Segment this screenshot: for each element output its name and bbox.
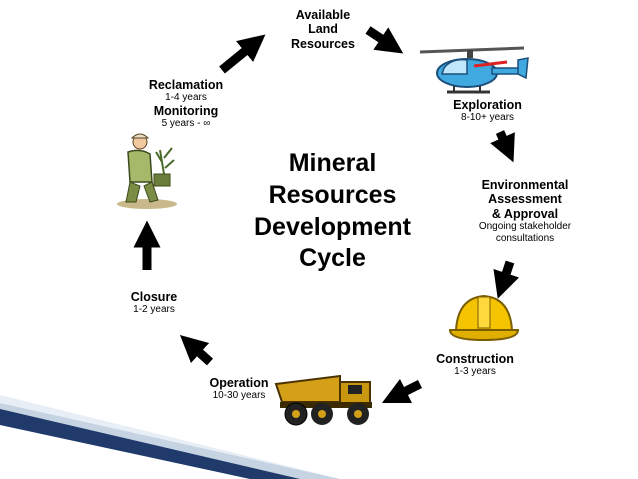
stage-label: Reclamation [148,78,224,92]
stage-label: Assessment [488,192,562,207]
stage-reclamation: Reclamation 1-4 years Monitoring 5 years… [136,78,236,130]
stage-label: Available [295,8,351,22]
stage-duration: 1-2 years [133,304,175,316]
worker-planting-icon [117,133,177,209]
stage-label: Land [308,22,338,37]
stage-label: Monitoring [153,103,219,118]
arrow-assessment-to-construction [493,260,520,299]
stage-exploration: Exploration 8-10+ years [430,98,545,124]
stage-label: Construction [436,352,514,366]
title-line: Cycle [299,244,366,273]
stage-construction: Construction 1-3 years [422,352,528,378]
slide-corner-swoosh [0,395,340,479]
arrow-operation-to-closure [179,334,214,366]
haul-truck-icon [274,374,372,426]
arrow-reclamation-to-available [219,34,266,74]
title-line: Mineral [288,149,377,177]
stage-duration: 1-3 years [454,366,496,378]
stage-note: consultations [495,232,555,244]
title-line: Development [254,212,411,241]
arrow-construction-to-operation [381,378,423,404]
stage-label: Closure [130,290,178,304]
stage-available-land-resources: Available Land Resources [278,8,368,51]
stage-label: Operation [209,376,269,390]
stage-environmental-assessment: Environmental Assessment & Approval Ongo… [462,178,588,244]
helicopter-icon [419,46,529,94]
stage-duration: 8-10+ years [460,112,515,124]
hard-hat-icon [448,294,520,342]
stage-label: & Approval [491,206,559,221]
stage-label: Environmental [481,178,569,192]
arrow-exploration-to-assessment [490,130,515,163]
diagram-title: Mineral Resources Development Cycle [225,148,440,275]
stage-duration: 10-30 years [212,390,266,402]
stage-duration: 1-4 years [165,92,207,104]
stage-label: Exploration [453,98,522,112]
arrow-available-to-exploration [365,26,404,54]
stage-closure: Closure 1-2 years [118,290,190,316]
stage-operation: Operation 10-30 years [196,376,282,402]
stage-note: Ongoing stakeholder [478,221,572,233]
stage-duration: 5 years - ∞ [161,118,211,130]
stage-label: Resources [291,36,355,51]
title-line: Resources [268,180,397,209]
